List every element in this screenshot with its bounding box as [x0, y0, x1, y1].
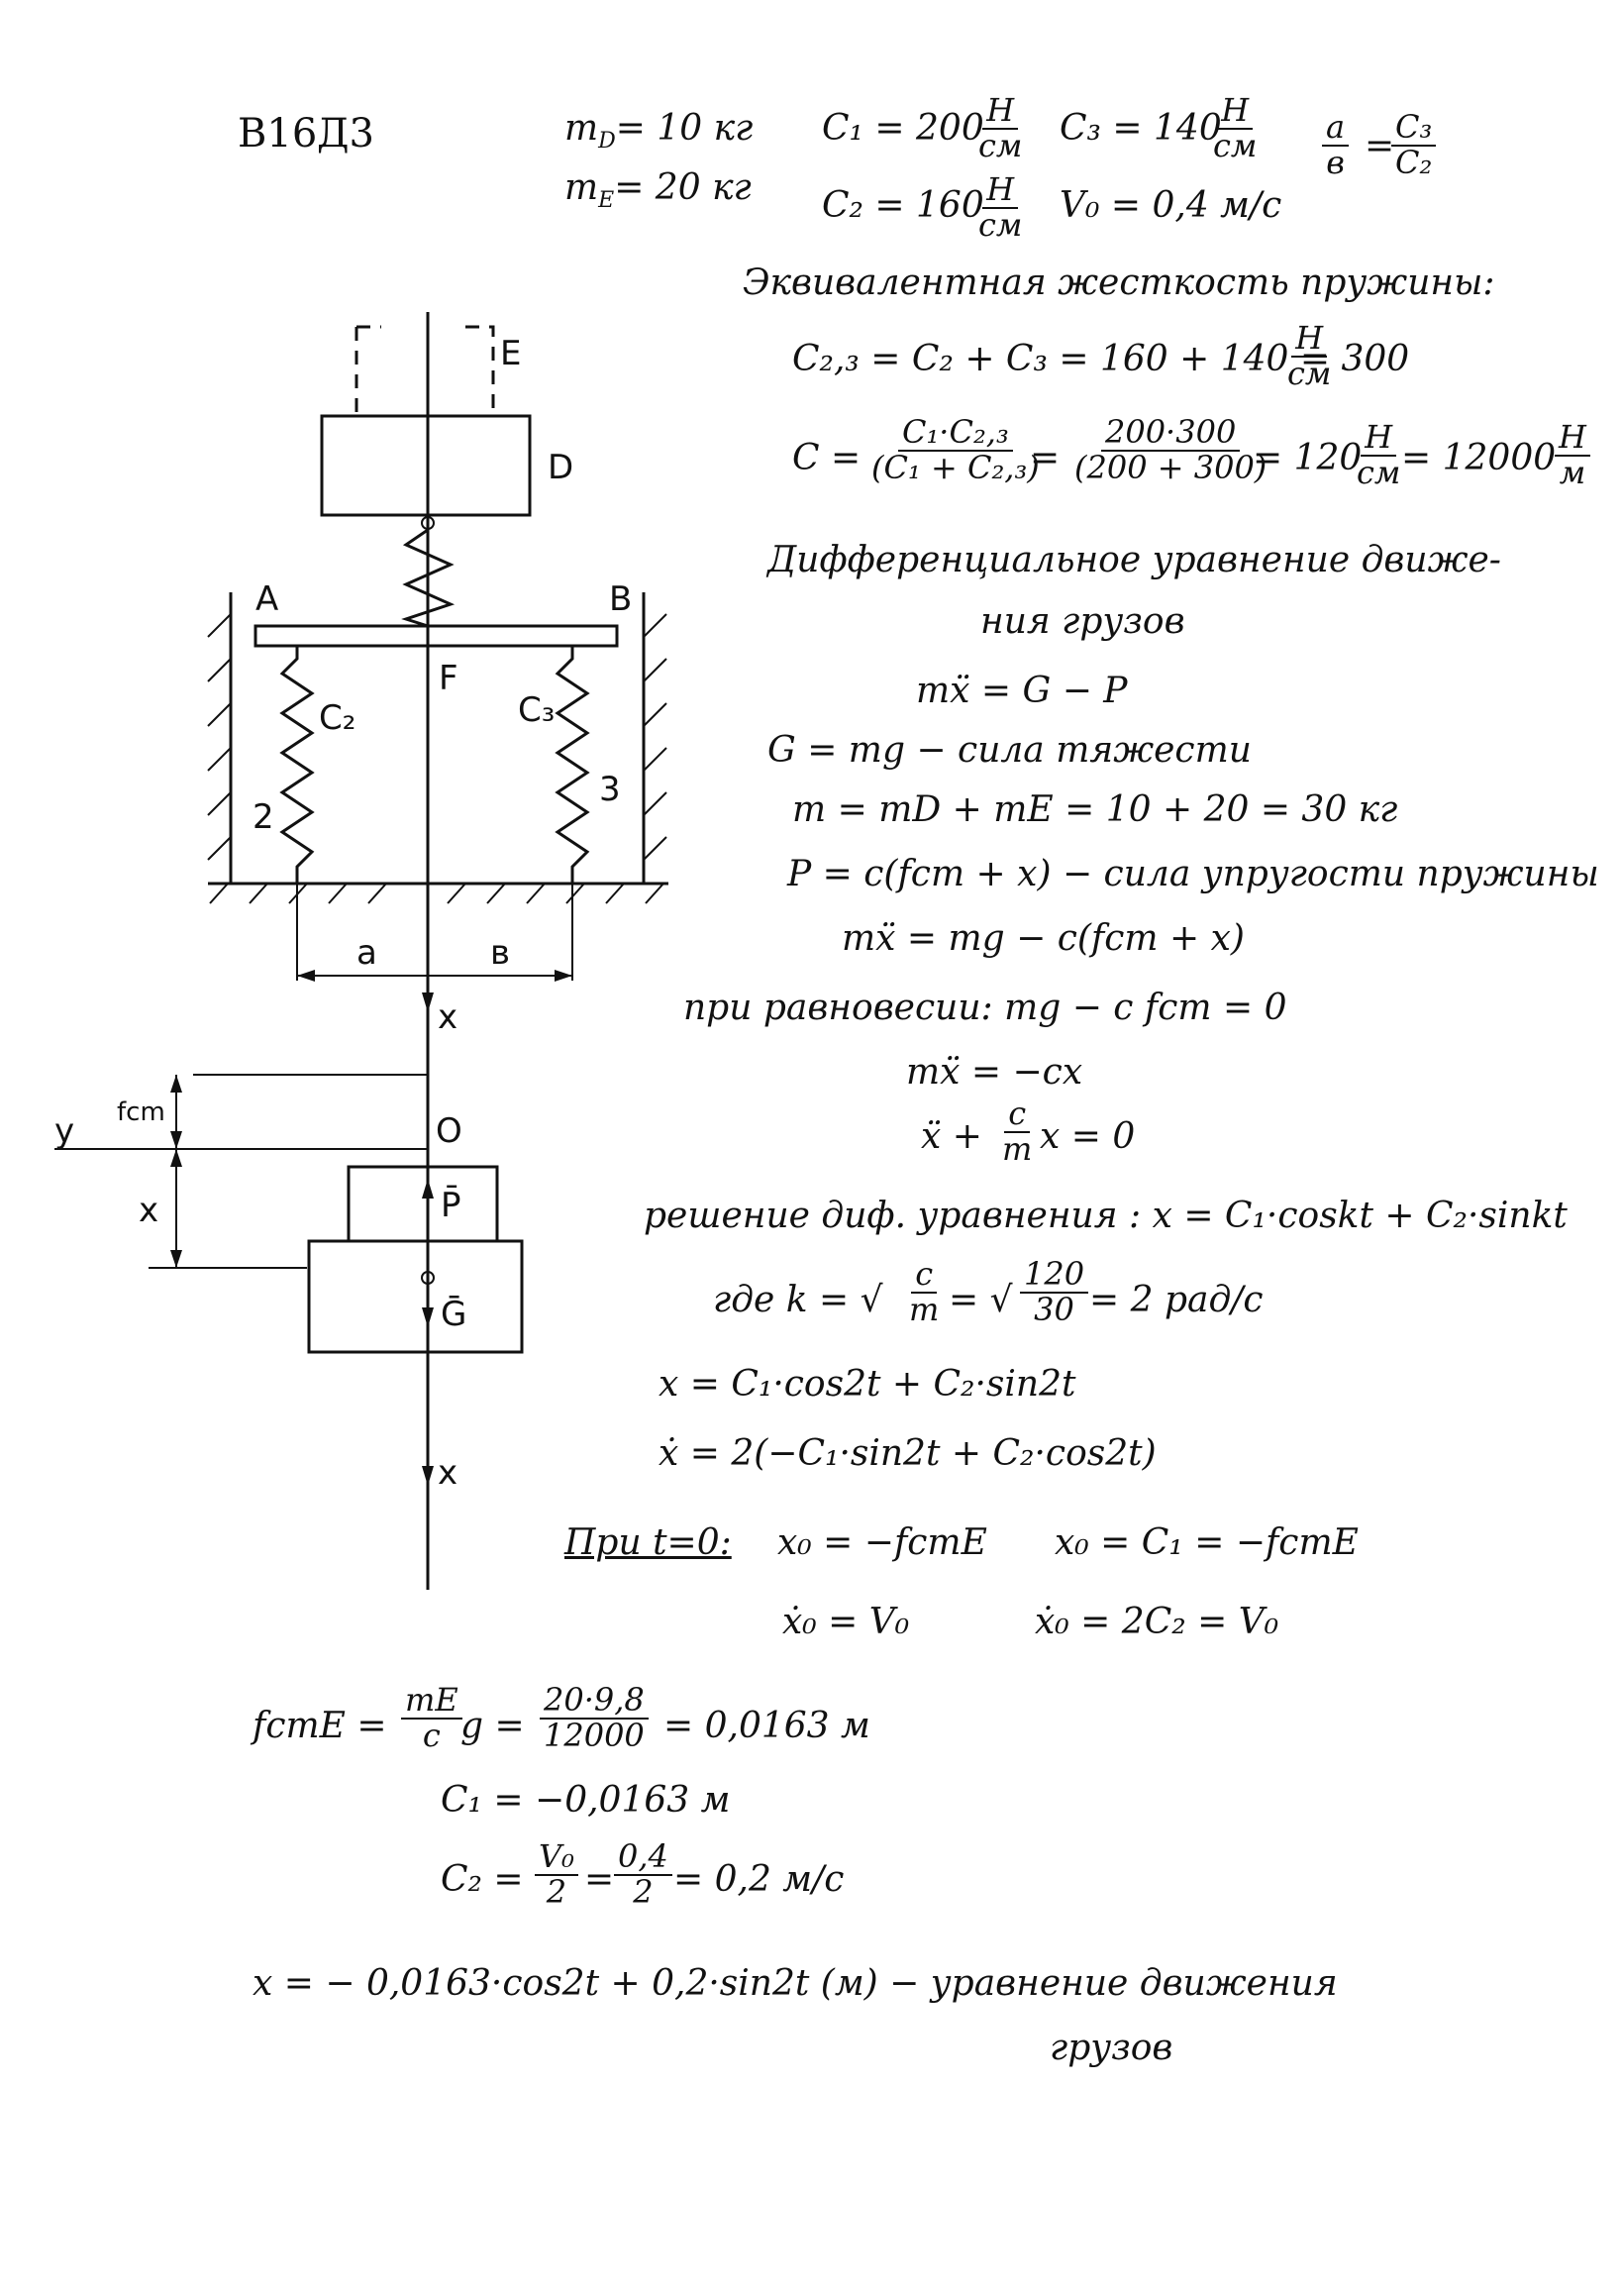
- eq-line-19-c: ẋ₀ = 2C₂ = V₀: [1035, 1602, 1279, 1642]
- eq-line-24: грузов: [1050, 2028, 1173, 2068]
- eq-line-14: решение диф. уравнения : x = C₁·coskt + …: [644, 1196, 1568, 1236]
- eq-line-8: m = mD + mE = 10 + 20 = 30 кг: [792, 789, 1398, 830]
- eq-line-13-a: ẍ +: [921, 1116, 982, 1157]
- label-b-dim: в: [490, 933, 511, 973]
- eq-line-12: mẍ = −cx: [906, 1052, 1083, 1093]
- spring-3: [555, 646, 590, 884]
- eq-line-18-c: x₀ = C₁ = −fcmE: [1055, 1522, 1359, 1563]
- body-d: [320, 414, 532, 517]
- x-arrow-bottom: [422, 1466, 434, 1486]
- eq-line-22-a: C₂ =: [441, 1859, 524, 1900]
- mass-d: mD= 10 кг: [564, 108, 754, 155]
- stiffness-c1: C₁ = 200: [822, 108, 984, 149]
- eq-line-2: C₂,₃ = C₂ + C₃ = 160 + 140 = 300: [792, 339, 1410, 379]
- eq-line-19-b: ẋ₀ = V₀: [782, 1602, 910, 1642]
- x-arrow-top: [422, 992, 434, 1012]
- label-x-side: x: [139, 1191, 159, 1230]
- spring-2: [279, 646, 315, 884]
- eq-line-4: Дифференциальное уравнение движе-: [767, 540, 1501, 580]
- label-c2: C₂: [319, 698, 356, 738]
- eq-line-18-a: При t=0:: [564, 1522, 732, 1563]
- label-a-point: A: [255, 579, 279, 619]
- eq-line-13-b: x = 0: [1040, 1116, 1136, 1157]
- eq-line-21: C₁ = −0,0163 м: [441, 1780, 731, 1821]
- eq-line-3-lhs: C =: [792, 438, 862, 478]
- eq-line-3-res2: = 12000: [1401, 438, 1557, 478]
- label-e: E: [500, 334, 522, 373]
- force-p-arrow: [422, 1179, 434, 1199]
- eq-line-20-c: = 0,0163 м: [663, 1706, 870, 1746]
- plate-ab: [253, 624, 619, 648]
- eq-line-1: Эквивалентная жесткость пружины:: [743, 262, 1495, 303]
- label-a-dim: a: [356, 933, 377, 973]
- lower-body-e: [347, 1165, 499, 1243]
- label-origin: O: [436, 1111, 462, 1151]
- ratio-eq: =: [1365, 126, 1395, 166]
- stiffness-c3: C₃ = 140: [1060, 108, 1222, 149]
- eq-line-15-c: = 2 рад/с: [1089, 1280, 1264, 1320]
- spring-1: [401, 520, 456, 628]
- label-3: 3: [599, 770, 621, 809]
- eq-line-15-b: = √: [949, 1280, 1013, 1320]
- label-y: y: [54, 1111, 75, 1151]
- eq-line-10: mẍ = mg − c(fcm + x): [842, 918, 1245, 959]
- label-x-top: x: [438, 997, 458, 1037]
- eq-line-3-frac2: 200·300(200 + 300): [1074, 413, 1267, 486]
- label-x-bottom: x: [438, 1453, 458, 1493]
- variant-label: В16: [238, 111, 318, 157]
- label-force-g: Ḡ: [441, 1295, 467, 1334]
- eq-line-18-b: x₀ = −fcmE: [777, 1522, 987, 1563]
- label-f: F: [439, 659, 458, 698]
- label-d: D: [548, 448, 574, 487]
- lower-body-d: [307, 1239, 524, 1354]
- label-b-point: B: [609, 579, 633, 619]
- eq-line-6: mẍ = G − P: [916, 671, 1128, 711]
- eq-line-9: P = c(fcm + x) − сила упругости пружины: [787, 854, 1599, 894]
- eq-line-15-a: где k = √: [713, 1280, 883, 1320]
- label-fcm: fcm: [117, 1097, 165, 1127]
- label-force-p: P̄: [441, 1186, 461, 1225]
- eq-line-3-frac1: C₁·C₂,₃(C₁ + C₂,₃): [871, 413, 1040, 486]
- label-2: 2: [253, 797, 274, 837]
- eq-line-3-eq: =: [1030, 438, 1061, 478]
- eq-line-16: x = C₁·cos2t + C₂·sin2t: [659, 1364, 1076, 1405]
- eq-line-3-res: = 120: [1253, 438, 1363, 478]
- eq-line-7: G = mg − сила тяжести: [767, 730, 1252, 771]
- eq-line-23: x = − 0,0163·cos2t + 0,2·sin2t (м) − ура…: [253, 1963, 1338, 2004]
- body-e: [355, 325, 495, 416]
- label-c3: C₃: [518, 690, 556, 730]
- eq-line-22-b: =: [584, 1859, 615, 1900]
- eq-line-11: при равновесии: mg − c fcm = 0: [683, 988, 1287, 1028]
- eq-line-5: ния грузов: [980, 601, 1185, 642]
- force-g-arrow: [422, 1307, 434, 1327]
- stiffness-c2: C₂ = 160: [822, 185, 984, 226]
- task-label: Д3: [317, 111, 374, 157]
- eq-line-20-b: g =: [460, 1706, 525, 1746]
- eq-line-17: ẋ = 2(−C₁·sin2t + C₂·cos2t): [659, 1433, 1157, 1474]
- mass-e: mE= 20 кг: [564, 167, 752, 214]
- eq-line-22-c: = 0,2 м/с: [673, 1859, 845, 1900]
- eq-line-20-a: fcmE =: [253, 1706, 387, 1746]
- initial-velocity: V₀ = 0,4 м/с: [1060, 185, 1282, 226]
